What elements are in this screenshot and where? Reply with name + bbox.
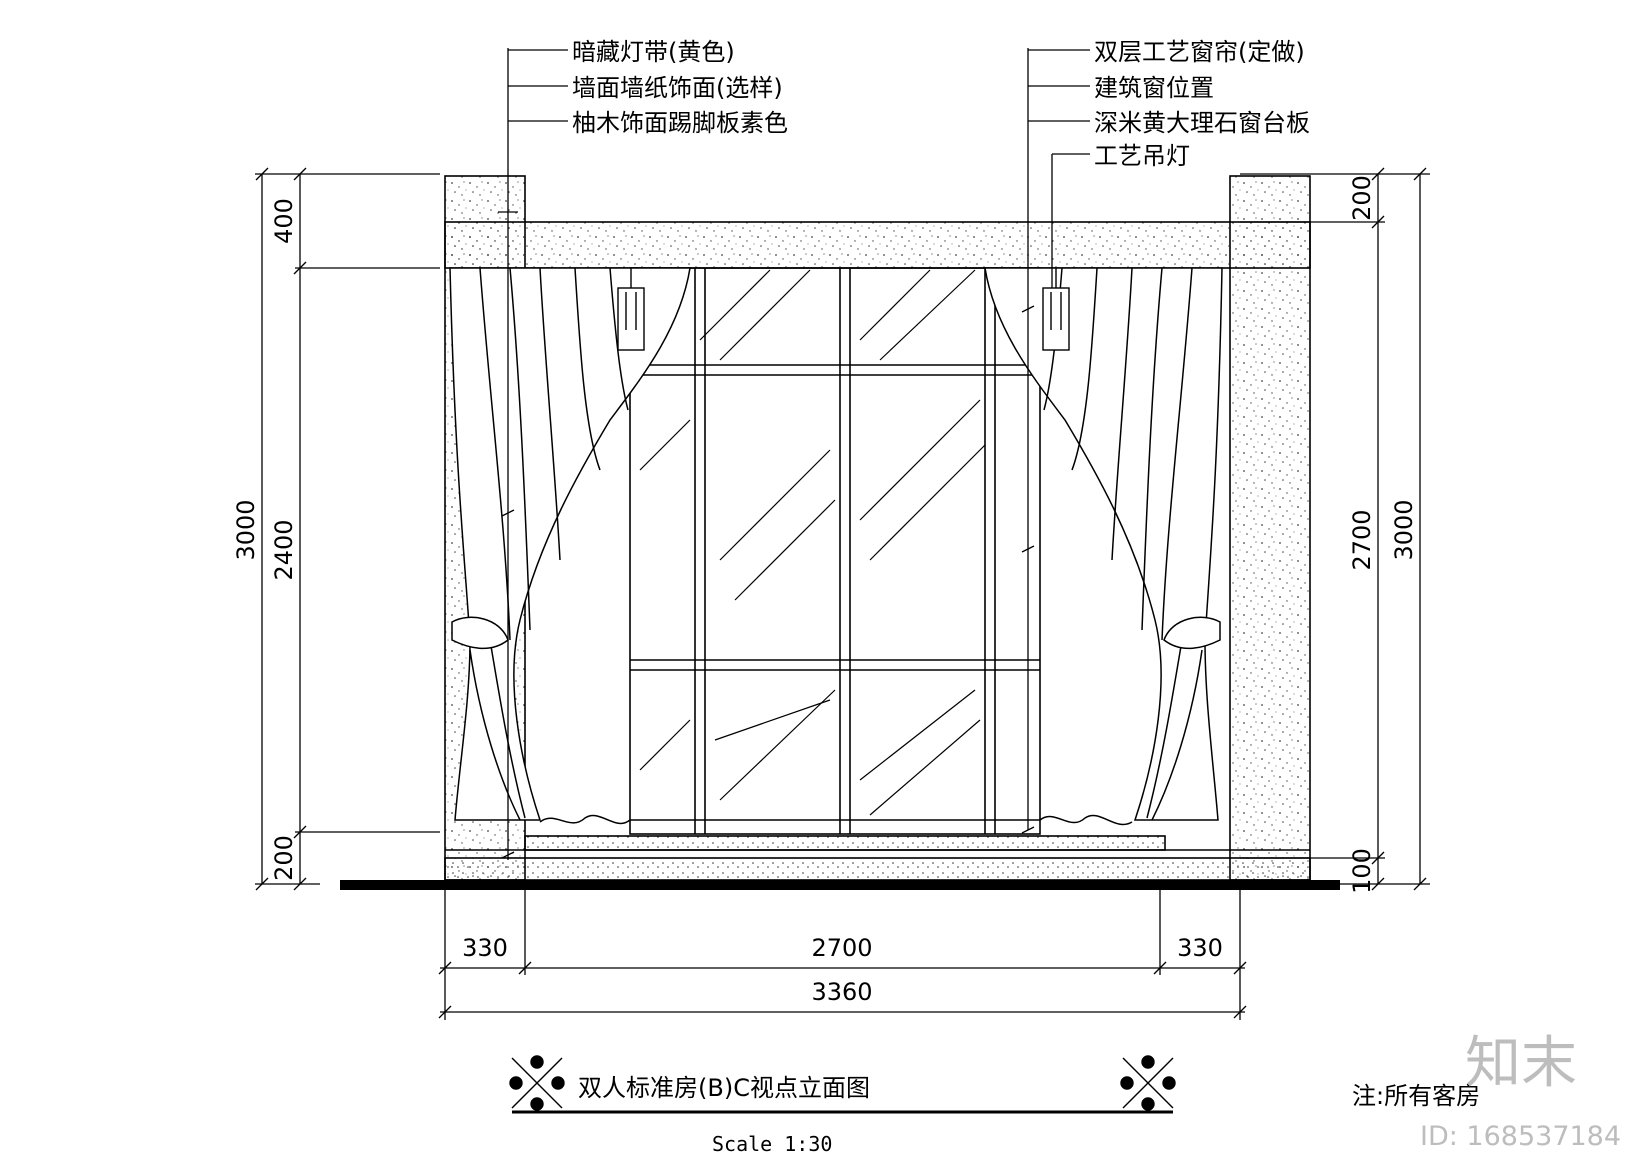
title-marker-left bbox=[509, 1055, 565, 1111]
dim-bottom-right: 330 bbox=[1177, 934, 1223, 962]
dim-left-mid: 2400 bbox=[270, 519, 298, 580]
dimension-lines-right bbox=[1240, 167, 1430, 891]
leader-lines-right bbox=[1021, 48, 1090, 834]
dim-bottom-total: 3360 bbox=[811, 978, 872, 1006]
dim-left-total: 3000 bbox=[232, 499, 260, 560]
label-hidden-light-strip: 暗藏灯带(黄色) bbox=[572, 38, 735, 66]
skirting-board bbox=[444, 857, 1311, 881]
pendant-lamp-right bbox=[1042, 268, 1070, 351]
dim-left-bottom: 200 bbox=[270, 835, 298, 881]
label-teak-skirting: 柚木饰面踢脚板素色 bbox=[572, 109, 788, 137]
label-wallpaper-finish: 墙面墙纸饰面(选样) bbox=[572, 74, 783, 102]
right-curtain bbox=[984, 267, 1223, 826]
ceiling-bulkhead bbox=[444, 221, 1311, 269]
dim-left-top: 400 bbox=[270, 198, 298, 244]
dimension-lines-bottom bbox=[438, 890, 1247, 1020]
dim-bottom-left: 330 bbox=[462, 934, 508, 962]
label-pendant-lamp: 工艺吊灯 bbox=[1094, 142, 1190, 170]
label-window-position: 建筑窗位置 bbox=[1094, 74, 1214, 102]
label-marble-sill: 深米黄大理石窗台板 bbox=[1094, 109, 1310, 137]
window-frame bbox=[629, 267, 1041, 835]
drawing-title: 双人标准房(B)C视点立面图 bbox=[578, 1074, 870, 1102]
wall-structure bbox=[444, 175, 1311, 881]
pendant-lamp-left bbox=[617, 268, 645, 351]
right-wall-pier bbox=[1229, 175, 1311, 881]
watermark-id: ID: 168537184 bbox=[1420, 1121, 1621, 1152]
leader-lines-left bbox=[498, 48, 568, 860]
marble-window-sill bbox=[524, 835, 1166, 851]
dim-right-mid: 2700 bbox=[1348, 509, 1376, 570]
glass-reflection-lines bbox=[639, 269, 986, 816]
dim-right-top: 200 bbox=[1348, 175, 1376, 221]
dim-bottom-mid: 2700 bbox=[811, 934, 872, 962]
note-text: 注:所有客房 bbox=[1352, 1082, 1480, 1110]
dim-right-total: 3000 bbox=[1390, 499, 1418, 560]
left-curtain bbox=[449, 267, 691, 825]
dimension-lines-left bbox=[255, 167, 440, 891]
floor-slab bbox=[340, 880, 1340, 890]
title-marker-right bbox=[1120, 1055, 1176, 1111]
dim-right-bottom: 100 bbox=[1348, 848, 1376, 894]
watermark-brand: 知末 bbox=[1465, 1031, 1577, 1096]
drawing-scale: Scale 1:30 bbox=[712, 1132, 832, 1156]
label-double-curtain: 双层工艺窗帘(定做) bbox=[1094, 38, 1305, 66]
